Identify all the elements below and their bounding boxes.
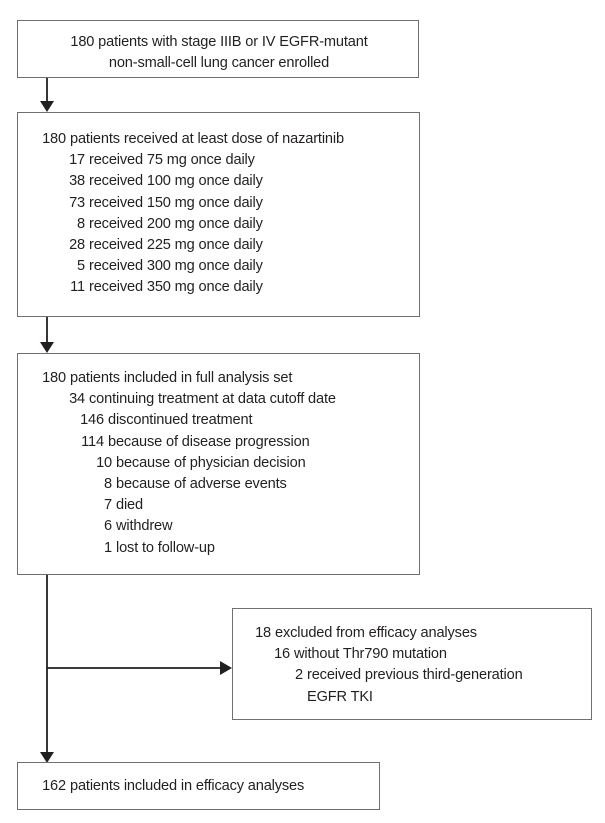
line-label: received 100 mg once daily — [89, 173, 263, 190]
line-count: 114 — [81, 433, 104, 450]
line-count: 2 — [295, 667, 303, 684]
line-label: withdrew — [116, 518, 173, 535]
line-label: received 225 mg once daily — [89, 237, 263, 254]
line-label: received 350 mg once daily — [89, 279, 263, 296]
line-label: patients included in efficacy analyses — [70, 778, 305, 794]
line-label: died — [116, 497, 143, 514]
line-label: received 75 mg once daily — [89, 152, 255, 169]
line-count: 180 — [42, 370, 66, 386]
line-label: because of physician decision — [116, 454, 306, 471]
line-count: 8 — [77, 215, 85, 232]
line-label: patients received at least dose of nazar… — [70, 131, 344, 147]
arrowhead-dosing — [40, 101, 54, 112]
line-count: 17 — [69, 152, 85, 169]
node-enrolled-text: 180 patients with stage IIIB or IV EGFR-… — [18, 32, 420, 74]
line-count: 16 — [274, 646, 290, 663]
line-count: 180 — [42, 131, 66, 147]
line-count: 28 — [69, 237, 85, 254]
line-count: 146 — [80, 412, 104, 429]
line-label: EGFR TKI — [307, 688, 373, 705]
line-label: excluded from efficacy analyses — [275, 625, 477, 641]
node-enrolled: 180 patients with stage IIIB or IV EGFR-… — [17, 20, 419, 78]
line-count: 6 — [104, 518, 112, 535]
line-label: received previous third-generation — [307, 667, 523, 684]
line-count: 38 — [69, 173, 85, 190]
arrowhead-excluded — [220, 661, 232, 675]
line-label: continuing treatment at data cutoff date — [89, 391, 336, 408]
line-label: received 200 mg once daily — [89, 215, 263, 232]
text-line: EGFR TKI — [285, 687, 523, 708]
text-line: non-small-cell lung cancer enrolled — [108, 55, 330, 72]
line-label: discontinued treatment — [108, 412, 253, 429]
line-count: 34 — [69, 391, 85, 408]
line-label: received 150 mg once daily — [89, 194, 263, 211]
line-label: because of adverse events — [116, 476, 287, 493]
line-count: 11 — [70, 279, 85, 296]
line-count: 73 — [69, 194, 85, 211]
line-count: 162 — [42, 778, 66, 794]
line-count: 1 — [104, 539, 112, 556]
line-count: 7 — [104, 497, 112, 514]
node-enrolled-body: 180 patients with stage IIIB or IV EGFR-… — [18, 21, 418, 77]
line-label: because of disease progression — [108, 433, 310, 450]
arrowhead-analysis — [40, 342, 54, 353]
line-label: lost to follow-up — [116, 539, 215, 556]
line-count: 5 — [77, 258, 85, 275]
line-label: patients included in full analysis set — [70, 370, 293, 386]
line-count: 8 — [104, 476, 112, 493]
line-count: 10 — [96, 454, 112, 471]
text-line: 180 patients with stage IIIB or IV EGFR-… — [70, 34, 368, 50]
line-label: received 300 mg once daily — [89, 258, 263, 275]
line-count: 18 — [255, 625, 271, 641]
line-label: without Thr790 mutation — [294, 646, 447, 663]
